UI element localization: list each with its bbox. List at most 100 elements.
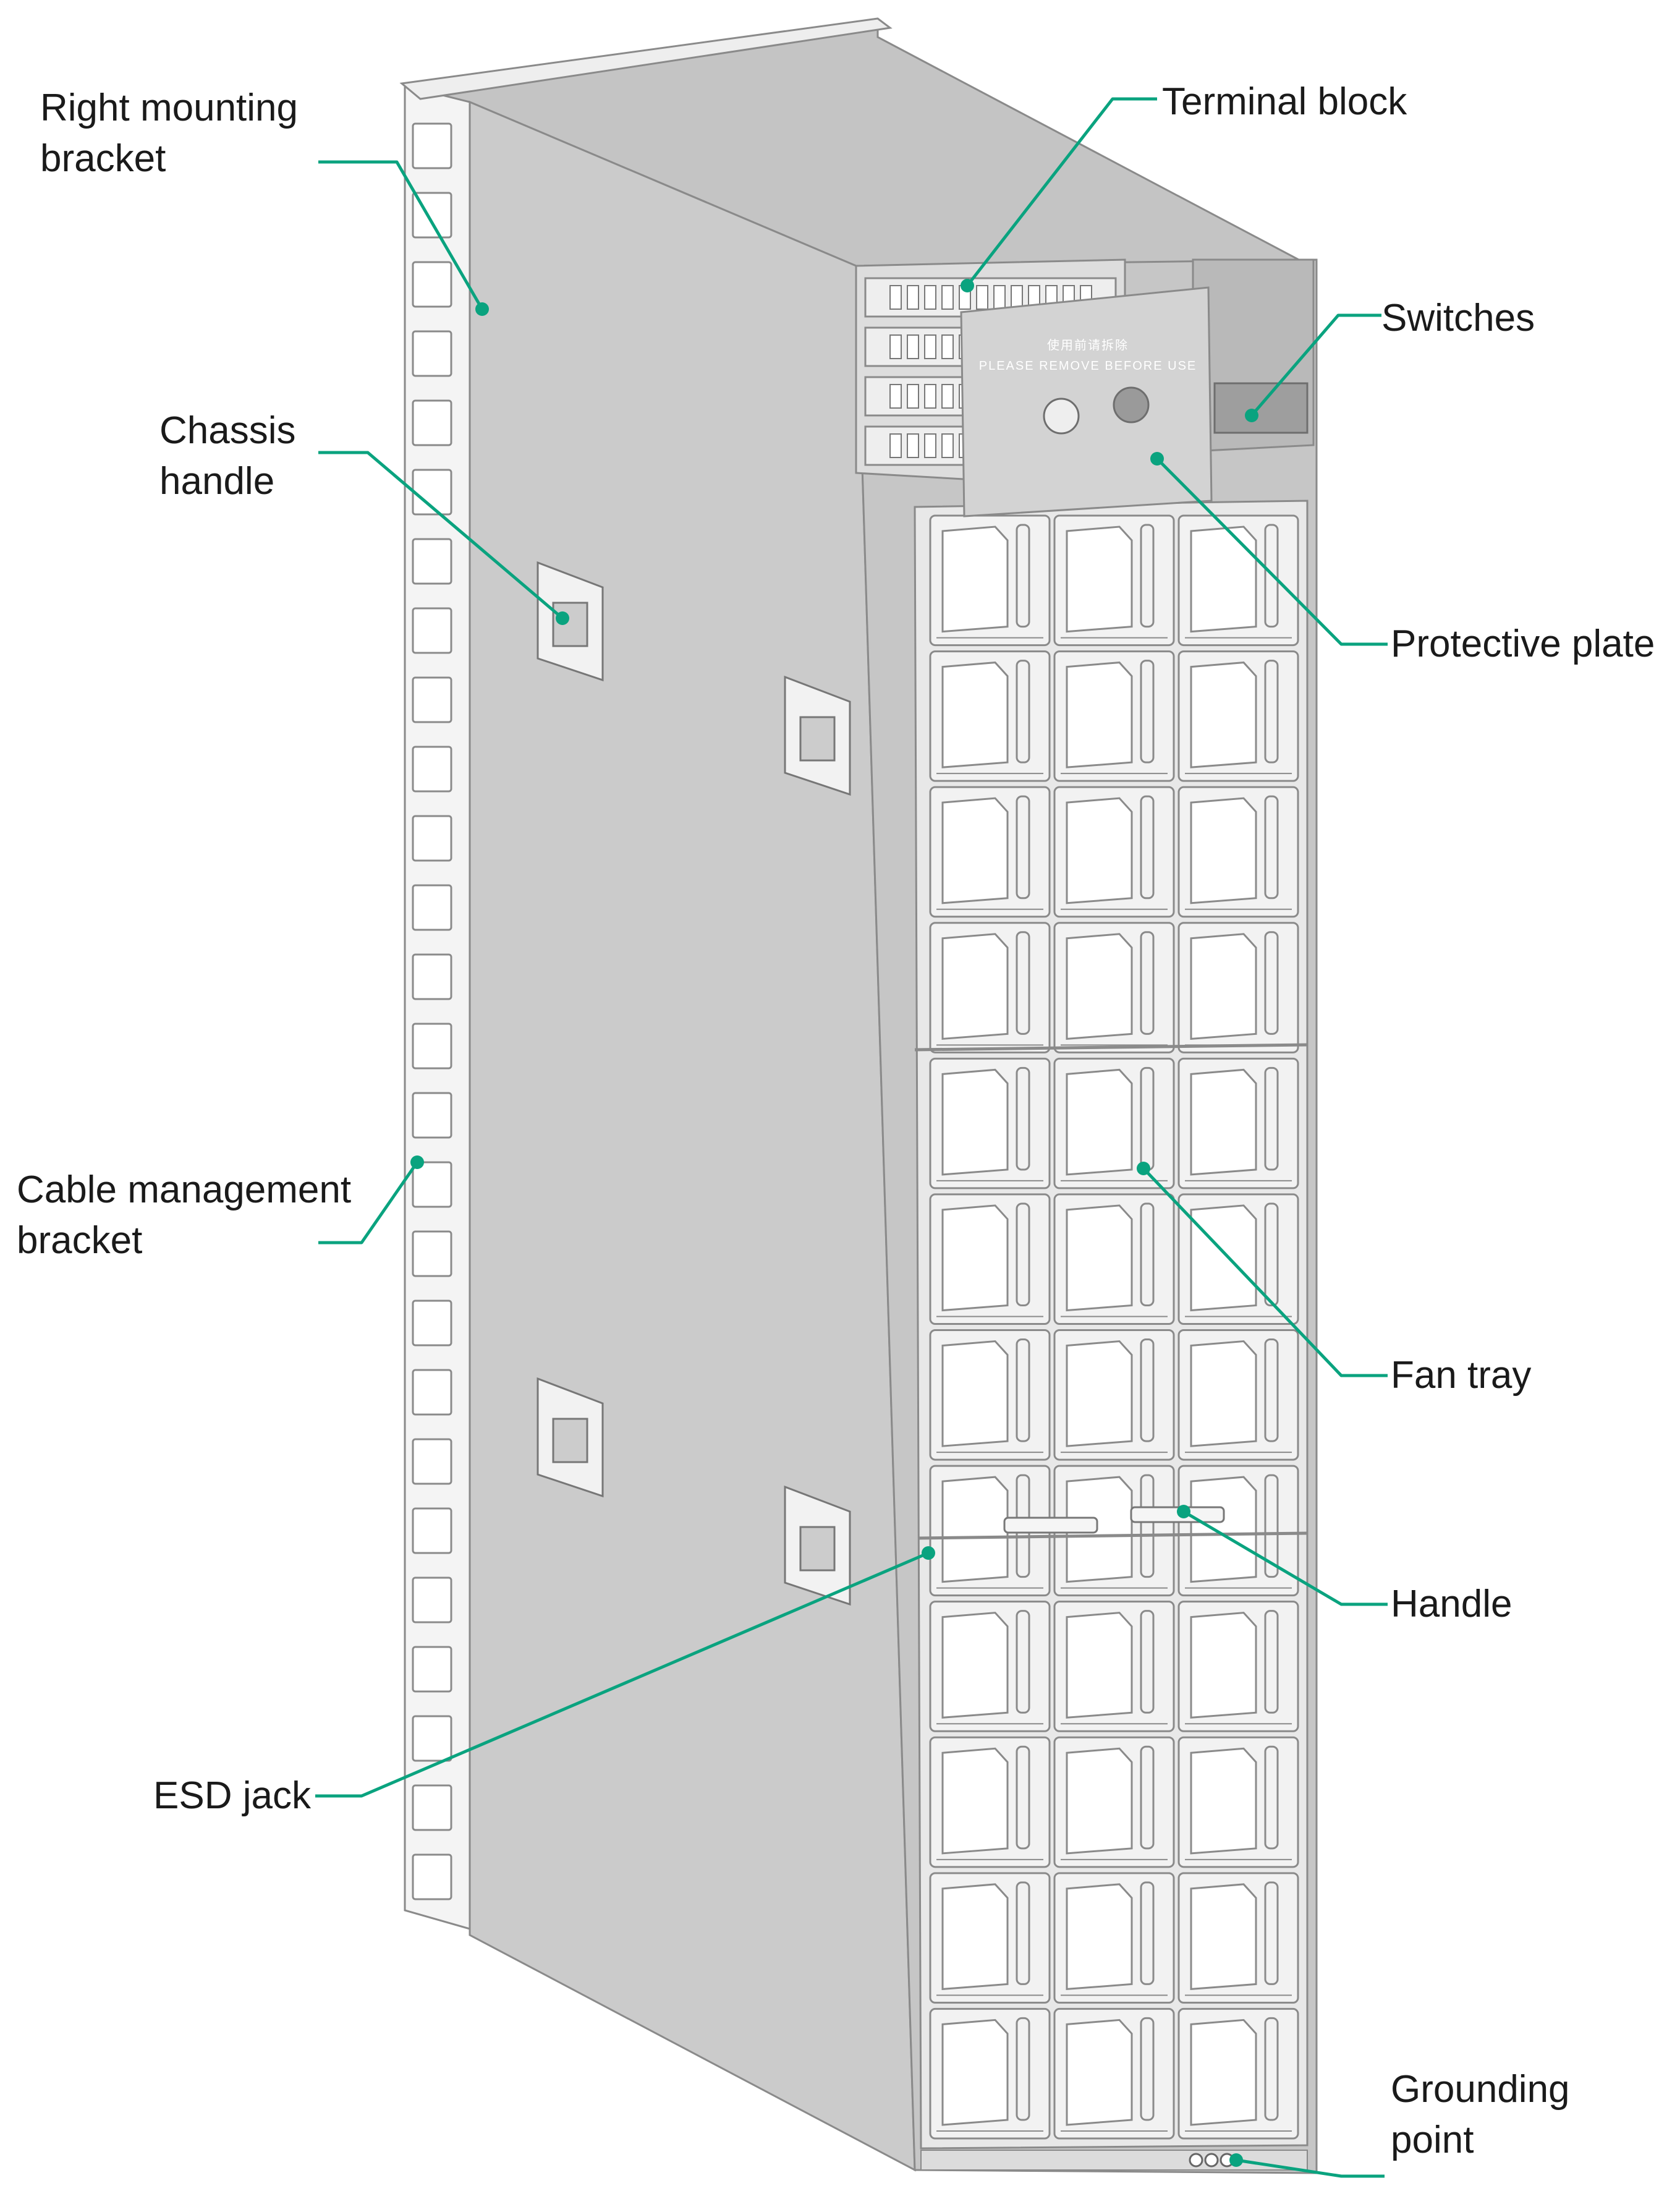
grounding-point-screw (1189, 2153, 1203, 2168)
fan-grille (1190, 1204, 1257, 1312)
fan-module-grip (1264, 660, 1279, 764)
cable-slot (412, 330, 452, 377)
callout-cable-management-bracket: Cable management bracket (17, 1168, 362, 1262)
cable-slot (412, 815, 452, 862)
cable-slot (412, 1023, 452, 1070)
fan-module-grip (1264, 931, 1279, 1035)
bottom-strip (920, 2150, 1308, 2171)
fan-tray-divider (917, 1531, 1308, 1540)
plate-label-en: PLEASE REMOVE BEFORE USE (979, 359, 1197, 373)
fan-module (1177, 1601, 1299, 1732)
fan-grille (1066, 797, 1133, 904)
cable-slot (412, 1646, 452, 1693)
cable-slot (412, 538, 452, 585)
fan-module-grip (1016, 1745, 1030, 1850)
cable-slot (412, 884, 452, 931)
fan-grille (1066, 662, 1133, 768)
cable-slot (412, 953, 452, 1000)
fan-grille (941, 1612, 1009, 1719)
fan-module (1177, 1736, 1299, 1868)
terminal (907, 384, 919, 409)
grounding-point-screw (1204, 2153, 1219, 2168)
fan-module-grip (1016, 524, 1030, 628)
terminal (889, 384, 902, 409)
fan-module (1177, 1329, 1299, 1461)
fan-grille (1066, 1340, 1133, 1447)
callout-chassis-handle: Chassis handle (159, 409, 307, 503)
fan-grille (941, 525, 1009, 633)
callout-esd-jack: ESD jack (153, 1774, 312, 1817)
fan-grille (941, 662, 1009, 768)
switch-cover (1213, 382, 1309, 434)
fan-module (929, 1057, 1051, 1189)
fan-grille (1190, 662, 1257, 768)
terminal (976, 285, 988, 310)
leader-dot (1137, 1162, 1150, 1175)
leader-dot (410, 1155, 424, 1169)
cable-slot (412, 1161, 452, 1208)
fan-module (929, 650, 1051, 782)
cable-management-slots (412, 122, 452, 1900)
fan-module (1177, 1872, 1299, 2004)
fan-module-grip (1140, 2017, 1155, 2121)
fan-module (1177, 650, 1299, 782)
fan-module (929, 1736, 1051, 1868)
fan-grille (941, 1747, 1009, 1855)
chassis-handle (784, 1485, 851, 1606)
terminal (941, 285, 954, 310)
fan-grille (941, 2019, 1009, 2126)
leader-dot (1245, 409, 1258, 422)
fan-module (929, 922, 1051, 1053)
fan-module (1177, 922, 1299, 1053)
cable-slot (412, 261, 452, 308)
callout-switches: Switches (1381, 297, 1535, 339)
cable-slot (412, 1853, 452, 1900)
cable-slot (412, 1784, 452, 1831)
fan-grille (941, 1476, 1009, 1583)
fan-module-grip (1140, 660, 1155, 764)
callouts: Right mounting bracket Chassis handle Ca… (17, 80, 1655, 2178)
chassis-handle (537, 1377, 604, 1498)
terminal (924, 433, 936, 458)
fan-grille (1066, 1476, 1133, 1583)
fan-module-grip (1140, 795, 1155, 900)
fan-grille (1066, 525, 1133, 633)
fan-grille (1190, 1747, 1257, 1855)
fan-module (929, 2007, 1051, 2140)
fan-module-grip (1264, 1066, 1279, 1171)
cable-slot (412, 607, 452, 654)
cable-slot (412, 1369, 452, 1416)
chassis: 使用前请拆除 PLEASE REMOVE BEFORE USE (399, 17, 1318, 2174)
callout-terminal-block: Terminal block (1162, 80, 1407, 123)
fan-tray-handle (1130, 1506, 1225, 1523)
fan-module (1177, 514, 1299, 647)
fan-module (1053, 650, 1175, 782)
terminal (907, 433, 919, 458)
leader-line (315, 1551, 929, 1798)
fan-module (1053, 1329, 1175, 1461)
terminal (907, 334, 919, 359)
leader-line (966, 97, 1157, 287)
fan-module-grip (1016, 2017, 1030, 2121)
terminal (924, 384, 936, 409)
callout-handle: Handle (1391, 1583, 1512, 1625)
fan-grille (1190, 2019, 1257, 2126)
fan-grille (941, 1204, 1009, 1312)
fan-grille (1066, 1204, 1133, 1312)
fan-tray-grid (929, 514, 1299, 2140)
terminal (889, 433, 902, 458)
fan-module (1053, 1872, 1175, 2004)
leader-dot (961, 279, 974, 292)
chassis-handle (784, 675, 851, 796)
fan-grille (1190, 797, 1257, 904)
fan-grille (1190, 1883, 1257, 1991)
terminal (889, 285, 902, 310)
fan-module-grip (1264, 795, 1279, 900)
fan-module (929, 1872, 1051, 2004)
fan-tray-handle (1003, 1517, 1098, 1534)
leader-line (318, 451, 564, 619)
fan-module (1177, 1465, 1299, 1597)
fan-grille (1190, 1340, 1257, 1447)
cable-slot (412, 746, 452, 793)
terminal (907, 285, 919, 310)
